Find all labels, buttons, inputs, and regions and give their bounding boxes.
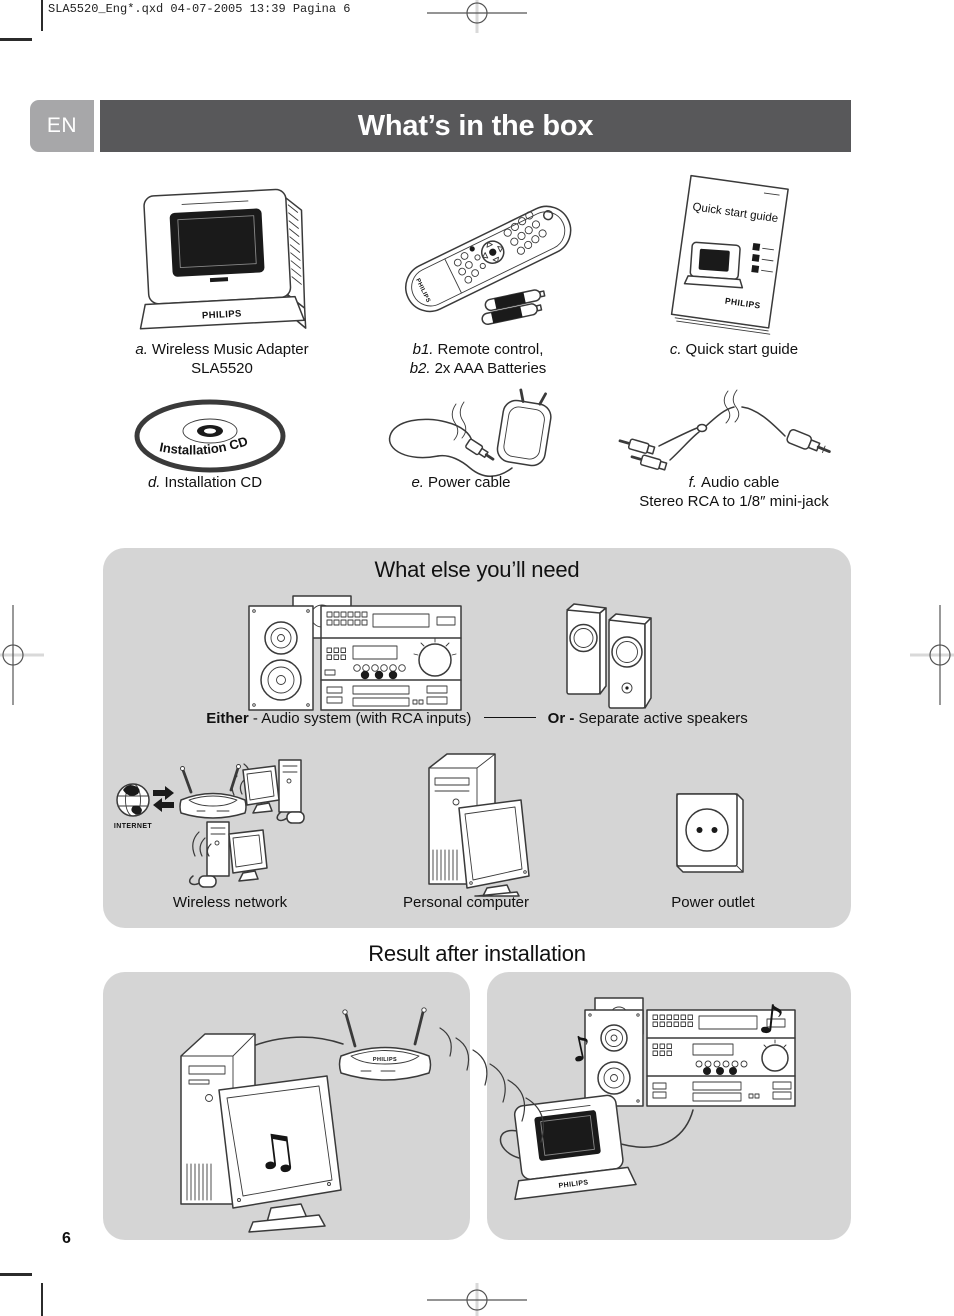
- caption-audio-cable: f.Audio cable Stereo RCA to 1/8″ mini-ja…: [606, 474, 862, 511]
- item-label: SLA5520: [191, 359, 253, 377]
- quick-start-guide-illustration: Quick start guide PHILIPS: [670, 174, 789, 335]
- either-label: Either: [206, 710, 249, 727]
- remote-control-illustration: PHILIPS: [405, 205, 572, 326]
- caption-wireless-music-adapter: a.Wireless Music Adapter SLA5520: [90, 341, 354, 378]
- item-letter: c.: [669, 341, 682, 358]
- item-letter: a.: [135, 341, 148, 358]
- result-section-title: Result after installation: [368, 941, 586, 966]
- crop-mark: [0, 1273, 32, 1276]
- crop-mark: [41, 0, 43, 31]
- either-or-caption: Either - Audio system (with RCA inputs) …: [103, 710, 851, 727]
- item-label: Stereo RCA to 1/8″ mini-jack: [639, 492, 829, 510]
- caption-remote-control: b1.Remote control, b2.2x AAA Batteries: [350, 341, 606, 378]
- caption-wireless-network: Wireless network: [172, 894, 288, 911]
- result-panel-audio-side: ♪ ♪ PHILIPS: [487, 972, 851, 1240]
- installation-cd-illustration: Installation CD: [134, 399, 286, 473]
- power-cable-illustration: [388, 388, 552, 477]
- item-letter: b1.: [412, 341, 434, 358]
- item-letter: d.: [147, 474, 161, 491]
- audio-system-illustration: [248, 595, 462, 711]
- item-label: 2x AAA Batteries: [434, 359, 547, 377]
- caption-installation-cd: d.Installation CD: [95, 474, 315, 493]
- item-label: Wireless Music Adapter: [151, 341, 309, 358]
- caption-personal-computer: Personal computer: [403, 894, 529, 911]
- language-tab: EN: [30, 100, 94, 152]
- language-tab-label: EN: [46, 114, 78, 137]
- item-letter: e.: [411, 474, 424, 491]
- item-label: Power cable: [427, 474, 511, 491]
- item-label: Remote control,: [437, 341, 544, 358]
- need-section-title: What else you’ll need: [374, 557, 580, 582]
- adapter-to-audio-system-illustration: ♪ ♪ PHILIPS: [499, 996, 796, 1201]
- print-job-header: SLA5520_Eng*.qxd 04-07-2005 13:39 Pagina…: [48, 2, 351, 16]
- wifi-signal-arcs: [439, 1027, 545, 1143]
- audio-cable-illustration: [618, 389, 831, 471]
- philips-logo: PHILIPS: [724, 296, 761, 311]
- aaa-batteries: [481, 289, 546, 326]
- item-label: Audio cable: [700, 474, 780, 491]
- caption-power-cable: e.Power cable: [351, 474, 571, 493]
- wireless-music-adapter-illustration: PHILIPS: [139, 188, 307, 330]
- page-number: 6: [62, 1230, 71, 1247]
- active-speakers-illustration: [566, 603, 652, 709]
- internet-label: INTERNET: [114, 823, 153, 830]
- caption-power-outlet: Power outlet: [671, 894, 755, 911]
- music-note: ♪: [756, 996, 786, 1044]
- registration-mark-bottom: [427, 1283, 527, 1316]
- music-note: ♫: [252, 1122, 302, 1183]
- item-label: Quick start guide: [685, 341, 799, 358]
- crop-mark: [41, 1283, 43, 1316]
- caption-quick-start-guide: c.Quick start guide: [606, 341, 862, 360]
- philips-logo: PHILIPS: [373, 1057, 397, 1063]
- page-title-bar: What’s in the box: [100, 100, 851, 152]
- either-or-connector-line: [483, 717, 536, 719]
- item-label: Installation CD: [164, 474, 263, 491]
- registration-mark-right: [910, 605, 954, 705]
- result-panel-computer-side: PHILIPS ♫: [103, 972, 470, 1240]
- philips-logo: PHILIPS: [558, 1179, 589, 1190]
- wireless-music-adapter-small: PHILIPS: [513, 1094, 637, 1201]
- item-letter: b2.: [409, 359, 431, 377]
- wireless-network-illustration: INTERNET: [114, 759, 305, 888]
- or-label: Or -: [547, 710, 575, 727]
- philips-logo: PHILIPS: [202, 308, 242, 321]
- power-outlet-illustration: [676, 793, 744, 873]
- registration-mark-left: [0, 605, 44, 705]
- or-text: Separate active speakers: [578, 710, 748, 727]
- computer-to-router-illustration: PHILIPS ♫: [180, 1007, 432, 1233]
- what-else-you-need-panel: What else you’ll need: [103, 548, 851, 928]
- registration-mark-top: [427, 0, 527, 33]
- item-letter: f.: [688, 474, 697, 491]
- personal-computer-illustration: [428, 753, 530, 897]
- either-text: - Audio system (with RCA inputs): [252, 710, 472, 727]
- page-title: What’s in the box: [357, 109, 594, 142]
- crop-mark: [0, 38, 32, 41]
